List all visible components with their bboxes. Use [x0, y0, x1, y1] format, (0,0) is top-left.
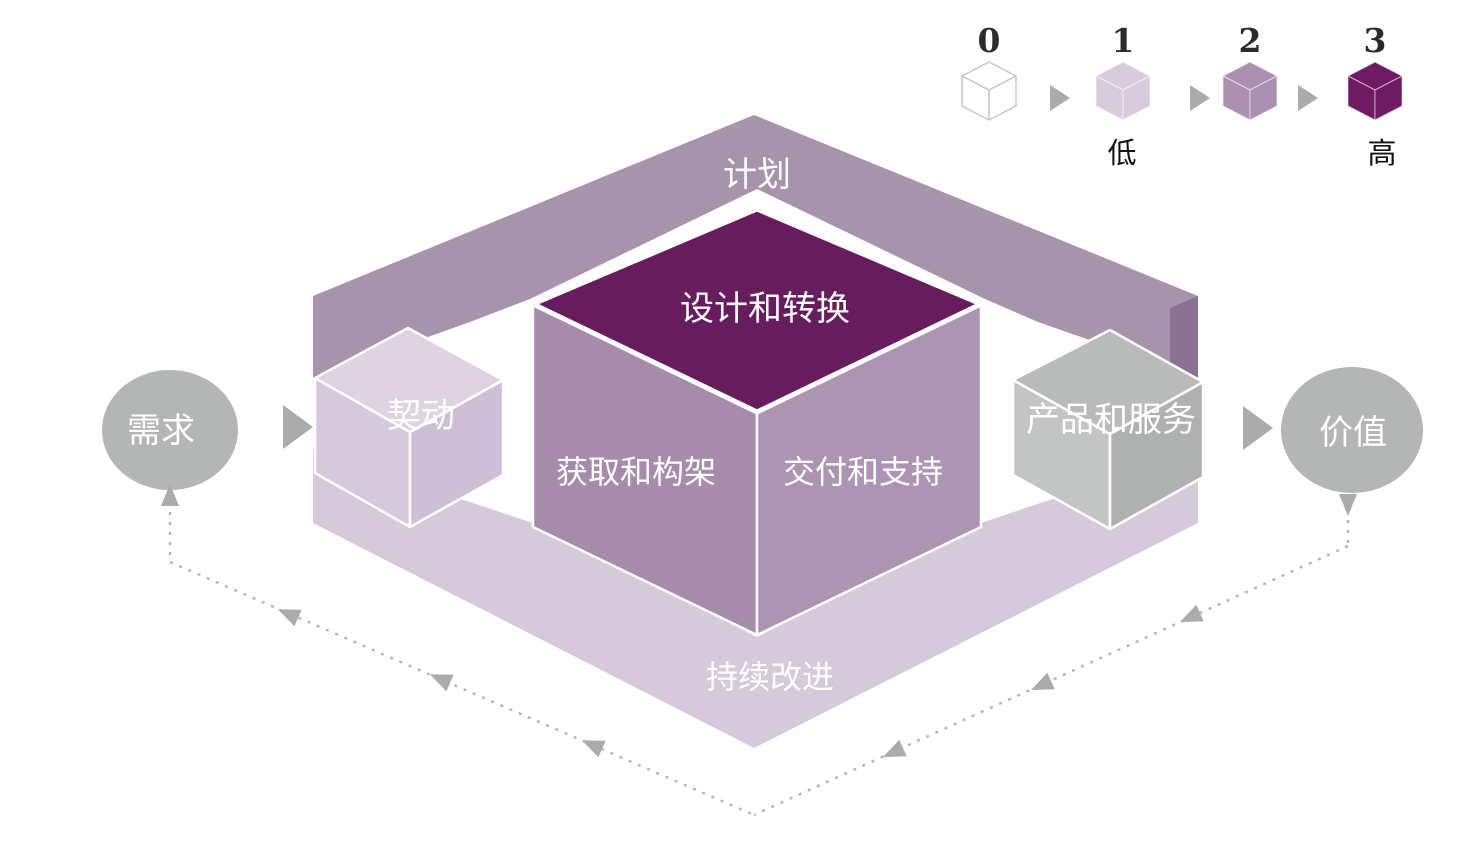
- plan-label: 计划: [723, 156, 791, 194]
- legend-cube-3-right: [1374, 75, 1403, 121]
- value-label: 价值: [1319, 414, 1387, 452]
- legend-arrow-0-1-icon: [1050, 85, 1070, 111]
- legend-low-label: 低: [1107, 137, 1136, 170]
- legend-cube-1-right: [1122, 75, 1151, 121]
- legend-high-label: 高: [1367, 137, 1396, 170]
- continual-improvement-label: 持续改进: [706, 659, 834, 695]
- legend-level-0-number: 0: [978, 21, 1001, 60]
- feedback-loop: [161, 484, 1357, 817]
- plan-band: [313, 115, 1198, 378]
- legend-level-3-number: 3: [1364, 21, 1387, 60]
- legend-cube-0-right: [988, 75, 1017, 121]
- legend-cube-2-icon: [1221, 61, 1279, 121]
- legend-cube-0-icon: [961, 61, 1017, 121]
- feedback-arrowhead-left-1: [277, 609, 302, 627]
- feedback-arrowhead-left-2: [429, 674, 454, 692]
- feedback-arrowhead-left-3: [581, 740, 606, 758]
- feedback-arrowhead-right-3: [882, 739, 907, 758]
- center-cube-top-face: [530, 206, 984, 415]
- products-to-value-arrow: [1243, 406, 1273, 450]
- legend-arrow-1-2-icon: [1190, 85, 1210, 111]
- feedback-arrowhead-right-2: [1030, 672, 1055, 691]
- engage-cube: [313, 326, 505, 529]
- legend-arrow-2-3-icon: [1298, 85, 1318, 111]
- legend-cube-2-right: [1249, 75, 1278, 121]
- legend-cube-1-icon: [1094, 61, 1152, 121]
- feedback-arrowhead-right-1: [1179, 604, 1204, 623]
- legend: 0 1 2 3 低 高: [961, 21, 1404, 170]
- engage-cube-top-face: [313, 326, 505, 434]
- products-services-cube: [1011, 328, 1205, 531]
- design-transition-label: 设计和转换: [680, 290, 850, 328]
- demand-to-engage-arrow: [283, 405, 313, 449]
- legend-level-1-number: 1: [1112, 21, 1135, 60]
- legend-cube-3-icon: [1346, 61, 1404, 121]
- engage-label: 契动: [387, 397, 455, 435]
- products-cube-top-face: [1011, 328, 1205, 436]
- demand-label: 需求: [127, 413, 195, 450]
- deliver-support-label: 交付和支持: [783, 454, 943, 490]
- feedback-arrowhead-up-to-demand: [161, 484, 179, 506]
- feedback-line-left-diagonal: [169, 560, 755, 817]
- feedback-arrowhead-down-from-value: [1339, 494, 1357, 516]
- obtain-build-label: 获取和构架: [556, 454, 716, 490]
- center-cube: [530, 206, 984, 637]
- legend-level-2-number: 2: [1239, 21, 1262, 60]
- products-services-label: 产品和服务: [1026, 401, 1196, 439]
- demand-circle: [102, 370, 238, 490]
- value-circle: [1281, 367, 1423, 493]
